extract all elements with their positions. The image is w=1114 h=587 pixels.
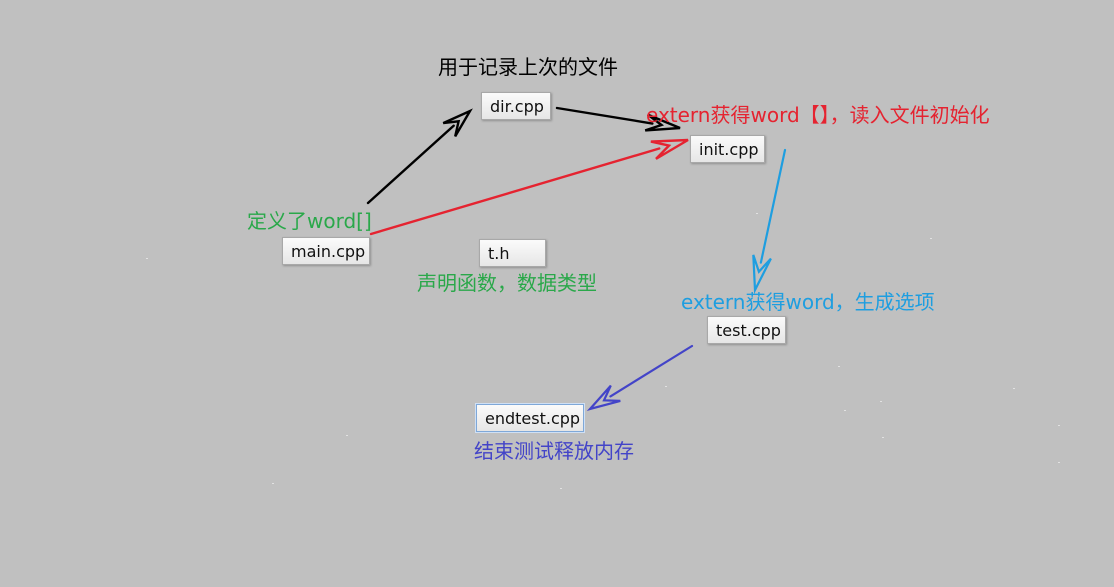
init-cpp-file[interactable]: init.cpp: [690, 135, 765, 163]
speck: [880, 401, 882, 402]
arrow-dir-to-init-shaft: [555, 106, 654, 125]
arrow-main-to-init-head: [650, 138, 689, 160]
arrow-test-to-endtest-shaft: [609, 344, 694, 398]
arrow-dir-to-init: [555, 106, 681, 132]
speck: [756, 213, 758, 214]
speck: [1058, 425, 1060, 426]
arrow-test-to-endtest-head: [586, 384, 621, 412]
arrow-main-to-dir: [366, 108, 473, 205]
dir-cpp-file[interactable]: dir.cpp: [481, 92, 551, 120]
speck: [882, 437, 884, 438]
arrow-init-to-test: [752, 148, 787, 295]
endtest-cpp-file[interactable]: endtest.cpp: [476, 404, 584, 432]
speck: [346, 435, 348, 436]
init-note: extern获得word【】，读入文件初始化: [646, 103, 990, 127]
arrow-test-to-endtest: [586, 344, 694, 412]
main-cpp-file[interactable]: main.cpp: [282, 237, 370, 265]
test-cpp-file[interactable]: test.cpp: [707, 316, 786, 344]
arrow-main-to-dir-shaft: [366, 124, 455, 205]
speck: [560, 488, 562, 489]
speck: [1013, 388, 1015, 389]
speck: [930, 238, 932, 239]
arrow-dir-to-init-head: [644, 113, 681, 132]
dir-note: 用于记录上次的文件: [438, 55, 618, 79]
speck: [838, 366, 840, 367]
arrow-init-to-test-head: [752, 254, 772, 295]
arrow-main-to-init: [369, 138, 689, 236]
th-note: 声明函数，数据类型: [417, 271, 597, 295]
arrow-main-to-init-shaft: [369, 147, 661, 236]
arrow-main-to-dir-head: [442, 108, 473, 138]
main-note: 定义了word[]: [247, 209, 372, 233]
test-note: extern获得word，生成选项: [681, 290, 935, 314]
t-h-file[interactable]: t.h: [479, 239, 546, 267]
speck: [1058, 462, 1060, 463]
speck: [146, 258, 148, 259]
speck: [844, 410, 846, 411]
speck: [272, 483, 274, 484]
speck: [665, 386, 667, 387]
endtest-note: 结束测试释放内存: [474, 439, 634, 463]
arrow-init-to-test-shaft: [759, 148, 787, 264]
